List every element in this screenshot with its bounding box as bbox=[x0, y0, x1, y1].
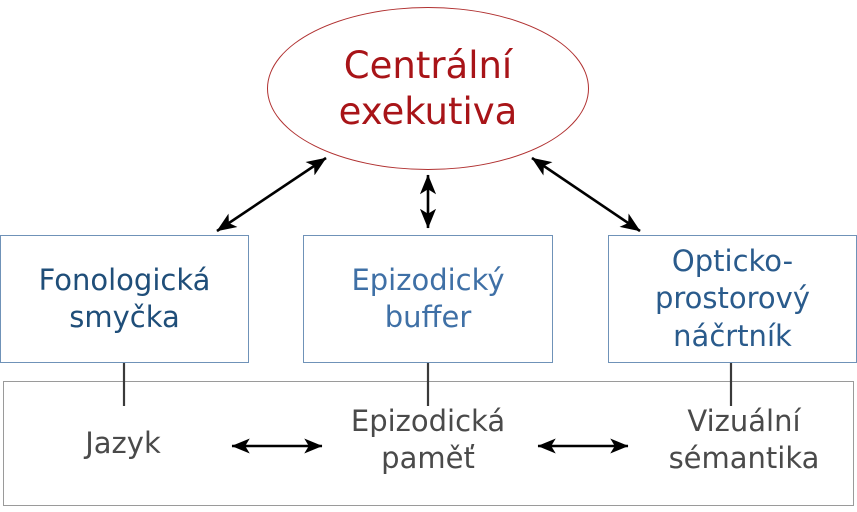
ltm-item-visual-semantics[interactable]: Vizuální sémantika bbox=[668, 404, 820, 475]
ltm-item-language[interactable]: Jazyk bbox=[85, 426, 161, 460]
node-visuospatial-sketchpad[interactable]: Opticko- prostorový náčrtník bbox=[608, 235, 857, 363]
episodic-buffer-label: Epizodický buffer bbox=[351, 262, 505, 334]
node-episodic-buffer[interactable]: Epizodický buffer bbox=[303, 235, 553, 363]
arrow-central-to-visuospatial bbox=[531, 156, 641, 233]
central-executive-label: Centrální exekutiva bbox=[338, 44, 518, 133]
node-central-executive[interactable]: Centrální exekutiva bbox=[267, 7, 589, 170]
node-phonological-loop[interactable]: Fonologická smyčka bbox=[0, 235, 249, 363]
arrow-central-to-phonological bbox=[216, 156, 327, 233]
ltm-item-episodic-memory[interactable]: Epizodická paměť bbox=[350, 404, 506, 475]
visuospatial-sketchpad-label: Opticko- prostorový náčrtník bbox=[654, 244, 810, 353]
phonological-loop-label: Fonologická smyčka bbox=[38, 262, 211, 334]
